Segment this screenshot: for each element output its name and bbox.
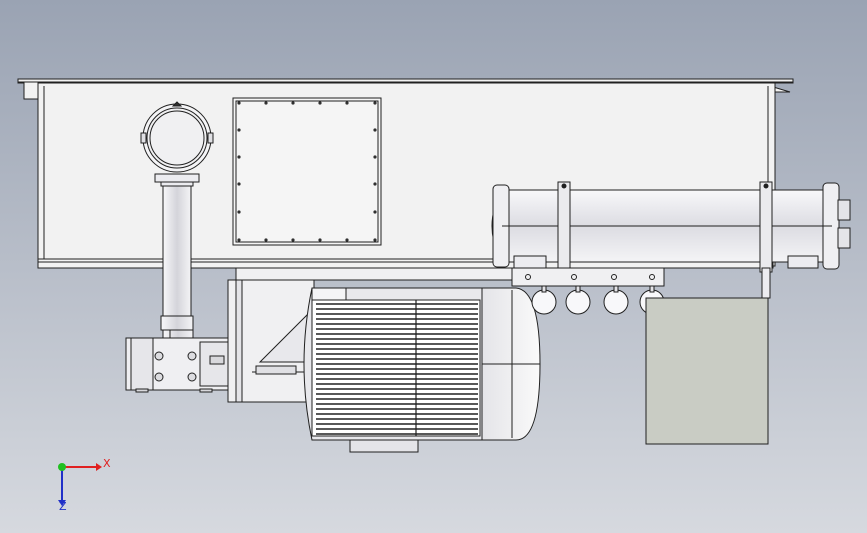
- inspection-cover: [232, 97, 382, 246]
- axis-y-origin: [58, 463, 66, 471]
- electric-motor: [303, 287, 541, 453]
- cover-bolts: [237, 101, 377, 242]
- top-round-flange: [140, 101, 214, 173]
- pump-housing: [125, 337, 231, 393]
- tank-bottom-rail: [37, 261, 774, 269]
- axis-x-arrowhead: [96, 463, 102, 471]
- motor-bracket: [227, 267, 643, 403]
- valve-manifold: [511, 267, 665, 315]
- heat-exchanger: [491, 181, 851, 273]
- control-cabinet: [645, 267, 771, 445]
- motor-cooling-fins: [316, 303, 478, 435]
- axis-triad[interactable]: [58, 463, 102, 506]
- axis-z-arrowhead: [58, 500, 66, 506]
- axis-x-label: X: [103, 457, 111, 470]
- axis-z-label: Z: [59, 500, 67, 513]
